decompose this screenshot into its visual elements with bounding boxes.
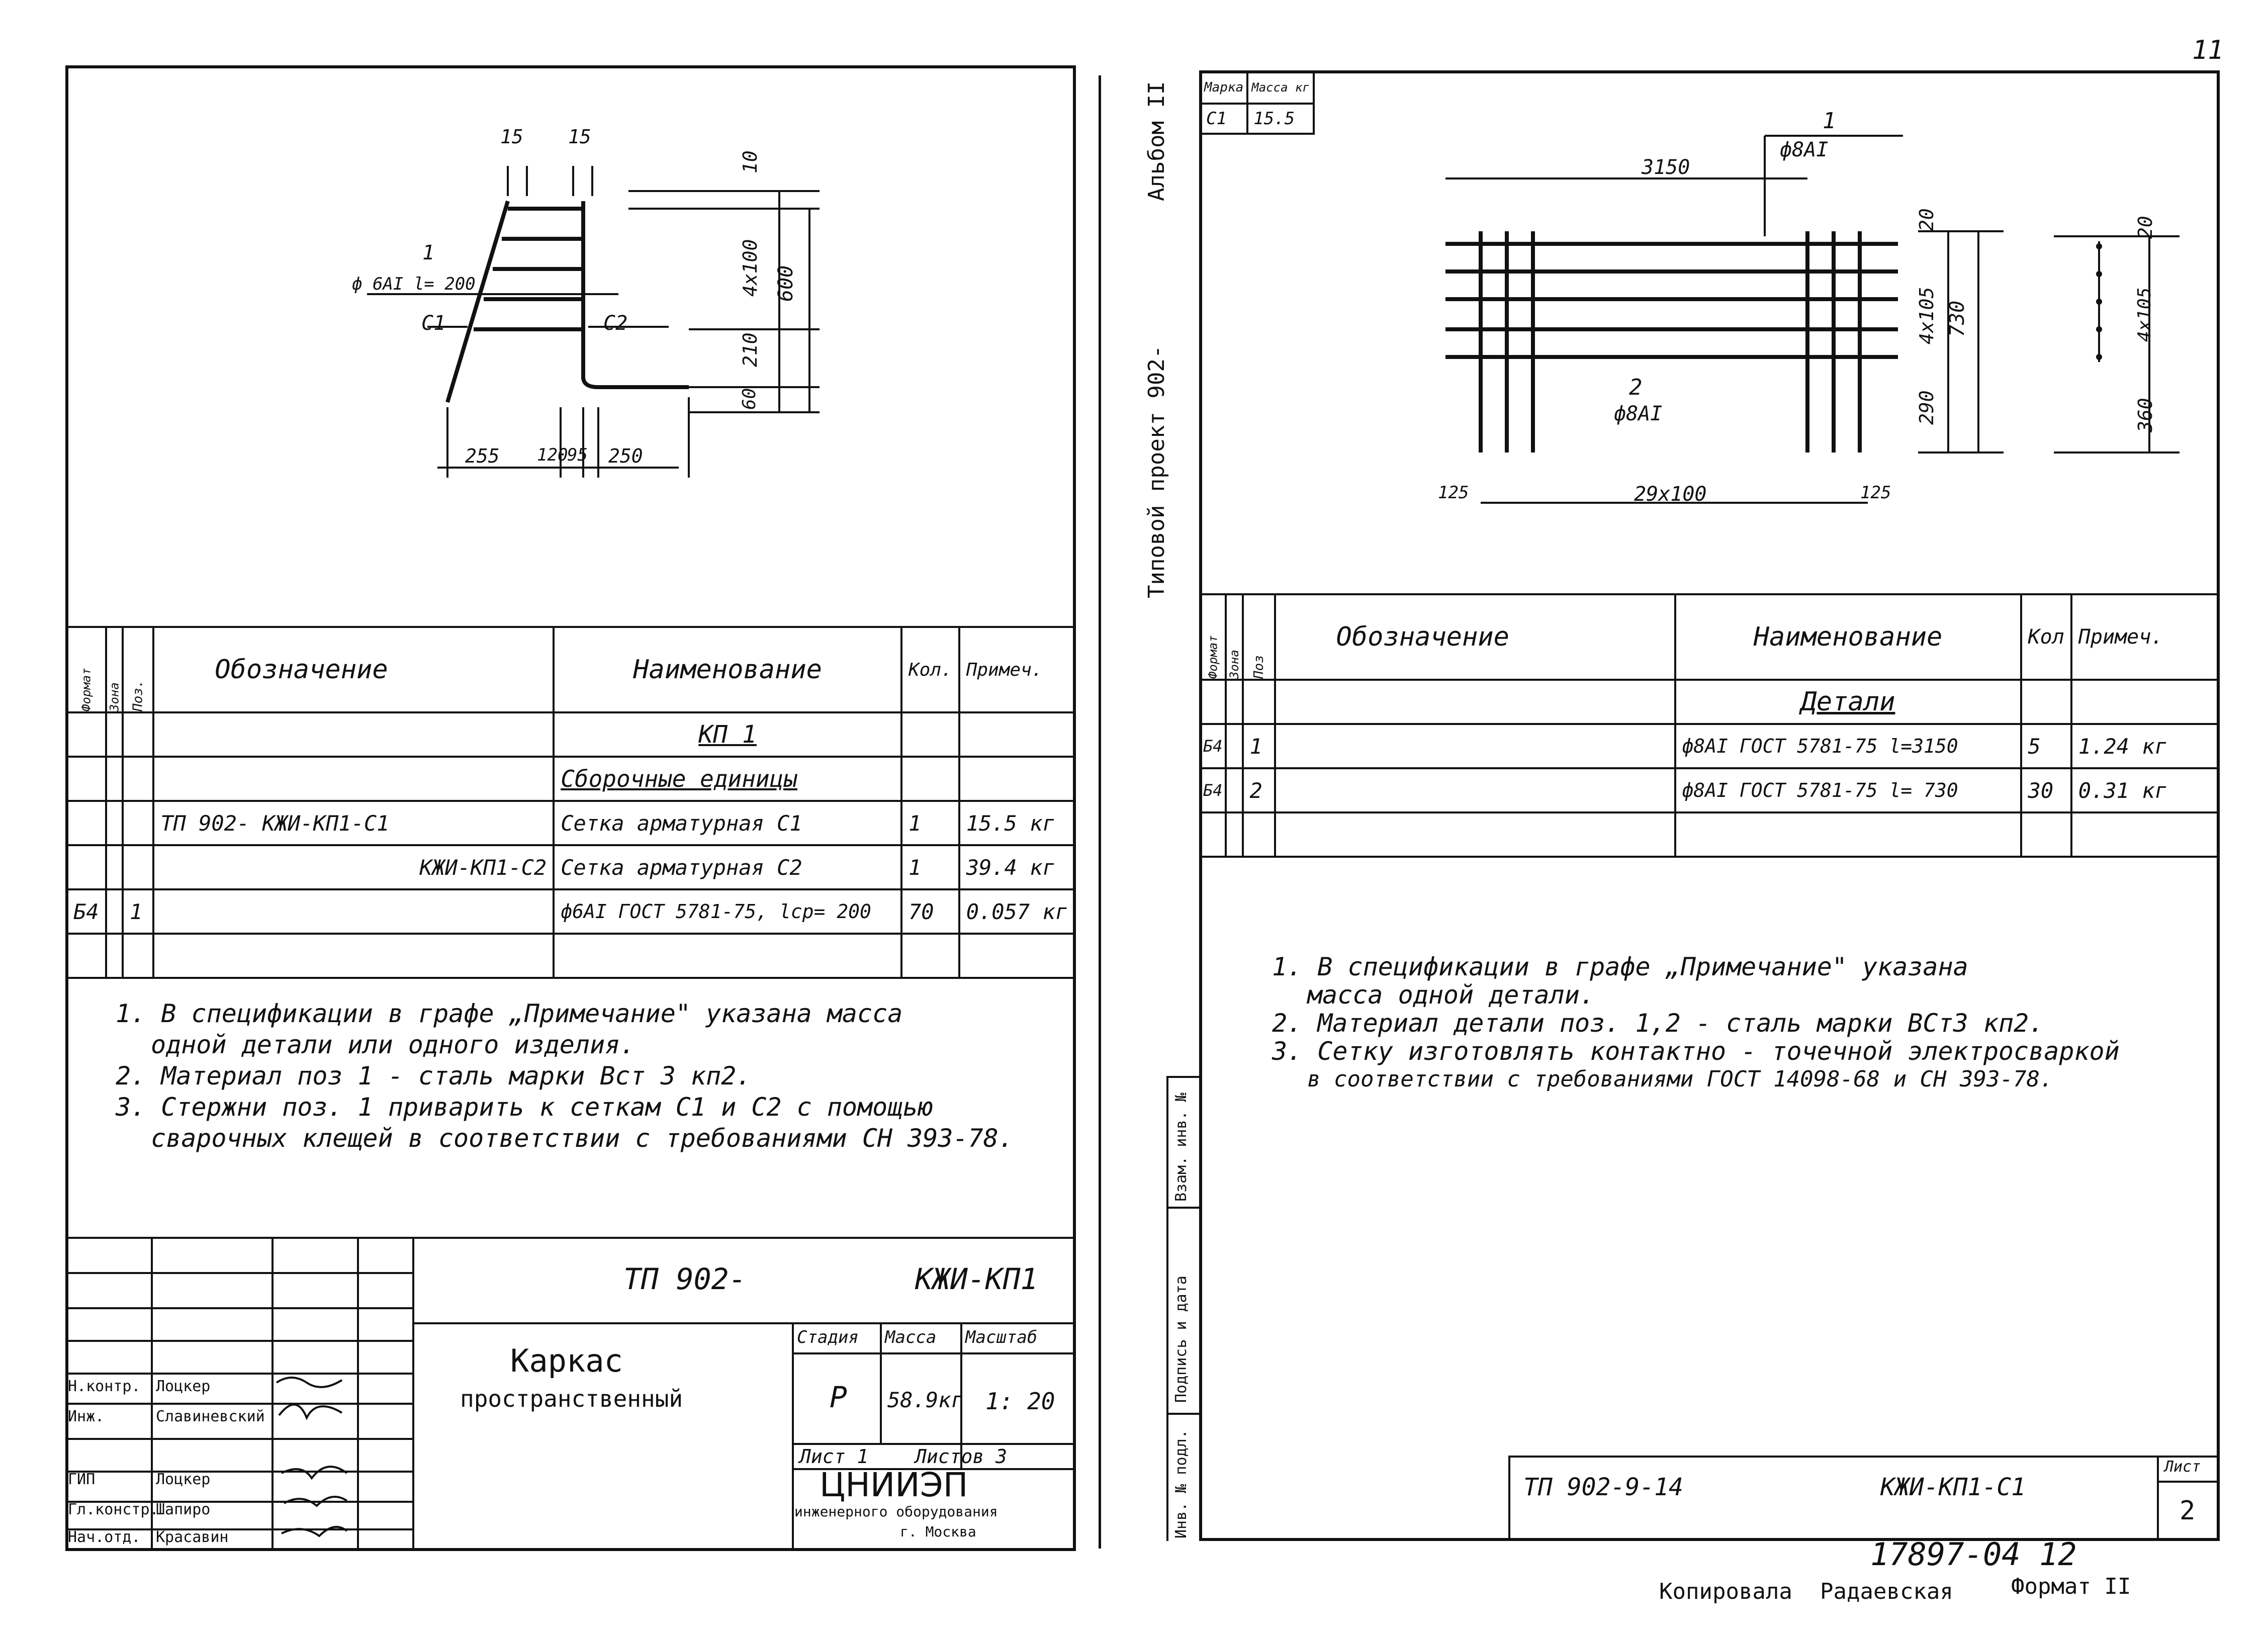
dim-top-a: 15 xyxy=(500,126,523,148)
col-name: Наименование xyxy=(553,626,902,713)
mark-mass-stamp: Марка Масса кг С1 15.5 xyxy=(1199,70,1315,135)
right-notes: 1. В спецификации в графе „Примечание" у… xyxy=(1272,952,2120,1092)
dim-right: 125 xyxy=(1860,483,1891,503)
strip-replace-inv: Взам. инв. № xyxy=(1172,1093,1190,1202)
dim-left: 125 xyxy=(1438,483,1469,503)
table-row: ТП 902- КЖИ-КП1-С1 Сетка арматурная С1 1… xyxy=(65,800,1076,846)
col-qty: Кол. xyxy=(900,626,960,713)
section-details: Детали xyxy=(1674,679,2022,725)
left-titleblock-top xyxy=(65,1237,1076,1239)
left-notes: 1. В спецификации в графе „Примечание" у… xyxy=(116,999,1014,1153)
side-dim-step: 4х105 xyxy=(2134,287,2155,342)
sheets-label: Листов 3 xyxy=(915,1445,1008,1468)
dim-top-b: 15 xyxy=(568,126,591,148)
col-stage: Стадия xyxy=(797,1327,859,1347)
mesh-c1-profile xyxy=(445,200,510,403)
pos1-spec: ф8АI xyxy=(1780,138,1829,161)
col-format: Формат xyxy=(66,627,106,712)
bar-spec: ф 6AI l= 200 xyxy=(352,274,476,294)
copied-label: Копировала xyxy=(1659,1579,1792,1604)
dim-step: 4х100 xyxy=(739,239,761,297)
table-row: КЖИ-КП1-С2 Сетка арматурная С2 1 39.4 кг xyxy=(65,844,1076,890)
dim-bottom: 60 xyxy=(739,388,760,410)
pos-callout: 1 xyxy=(422,241,435,264)
signer-row: Н.контр.Лоцкер xyxy=(68,1378,211,1395)
signature-marks xyxy=(276,1377,348,1537)
right-sheet-number: 2 xyxy=(2180,1496,2196,1526)
pos2-label: 2 xyxy=(1629,375,1643,400)
dim-total: 600 xyxy=(774,265,797,302)
scale-value: 1: 20 xyxy=(985,1388,1055,1415)
left-title-line1: Каркас xyxy=(510,1342,623,1379)
org-sub: инженерного оборудования xyxy=(794,1503,998,1520)
sheet-label: Лист 1 xyxy=(799,1445,869,1468)
section-units: Сборочные единицы xyxy=(553,756,902,802)
stage-value: Р xyxy=(830,1380,847,1414)
col-note: Примеч. xyxy=(958,626,1076,713)
col-scale: Масштаб xyxy=(965,1327,1038,1347)
right-mesh-drawing xyxy=(1445,135,2180,504)
archive-number: 17897-04 12 xyxy=(1870,1536,2077,1573)
right-code: ТП 902-9-14 xyxy=(1523,1473,1683,1501)
side-dim-top: 20 xyxy=(2134,216,2156,239)
dim-v-total: 730 xyxy=(1946,300,1969,337)
copier-name: Радаевская xyxy=(1820,1579,1953,1604)
col-pos: Поз. xyxy=(123,627,154,712)
right-doc: КЖИ-КП1-С1 xyxy=(1880,1473,2026,1501)
right-spec-table: Формат Зона Поз Обозначение Наименование… xyxy=(1199,593,2220,858)
strip-inv-no: Инв. № подл. xyxy=(1172,1429,1190,1538)
dim-bottom-2: 120 xyxy=(537,445,568,465)
left-spec-table: Формат Зона Поз. Обозначение Наименовани… xyxy=(65,626,1076,979)
section-kp: КП 1 xyxy=(553,711,902,758)
signer-row: Нач.отд.Красавин xyxy=(68,1528,229,1546)
mesh-c2-label: C2 xyxy=(603,312,628,335)
left-frame-drawing xyxy=(367,166,820,478)
dim-low: 210 xyxy=(739,332,761,367)
mesh-c1-label: C1 xyxy=(421,312,446,335)
dim-bottom-3: 95 xyxy=(567,445,588,465)
signer-row: Гл.констр.Шапиро xyxy=(68,1501,211,1518)
pos1-label: 1 xyxy=(1823,108,1836,134)
col-designation: Обозначение xyxy=(152,626,555,713)
dim-v-step: 4х105 xyxy=(1916,287,1938,344)
col-zone: Зона xyxy=(106,627,123,712)
mass-value: 58.9кг xyxy=(887,1388,964,1412)
mesh-c2-profile xyxy=(581,201,689,389)
right-sheet-label: Лист xyxy=(2164,1458,2201,1476)
table-row: Б4 2 ф8АI ГОСТ 5781-75 l= 730 30 0.31 кг xyxy=(1199,767,2220,813)
center-divider xyxy=(1099,75,1101,1549)
left-code: ТП 902- xyxy=(623,1262,747,1296)
org-city: г. Москва xyxy=(900,1523,976,1540)
org-name: ЦНИИЭП xyxy=(820,1466,968,1504)
format-label: Формат II xyxy=(2011,1574,2131,1599)
pos2-spec: ф8АI xyxy=(1614,402,1663,425)
dim-v-top: 20 xyxy=(1916,208,1938,231)
dim-span: 29х100 xyxy=(1634,483,1707,506)
side-album: Альбом II xyxy=(1144,81,1169,201)
table-row: Б4 1 ф8АI ГОСТ 5781-75 l=3150 5 1.24 кг xyxy=(1199,723,2220,769)
col-mass: Масса xyxy=(885,1327,937,1347)
dim-bottom-1: 255 xyxy=(465,445,500,467)
side-dim-bottom: 360 xyxy=(2134,398,2156,432)
dim-bottom-4: 250 xyxy=(608,445,643,467)
left-doc: КЖИ-КП1 xyxy=(915,1262,1038,1296)
left-title-line2: пространственный xyxy=(460,1385,683,1412)
len-top: 3150 xyxy=(1642,156,1690,179)
signer-row: Инж.Славиневский xyxy=(68,1408,265,1425)
dim-v-bottom: 290 xyxy=(1916,390,1938,425)
dim-pitch: 10 xyxy=(739,150,761,173)
side-title: Типовой проект 902- xyxy=(1144,345,1169,598)
sheet-number-top: 11 xyxy=(2192,35,2224,65)
strip-signature-date: Подпись и дата xyxy=(1172,1276,1190,1403)
table-row: Б4 1 ф6АI ГОСТ 5781-75, lср= 200 70 0.05… xyxy=(65,888,1076,935)
